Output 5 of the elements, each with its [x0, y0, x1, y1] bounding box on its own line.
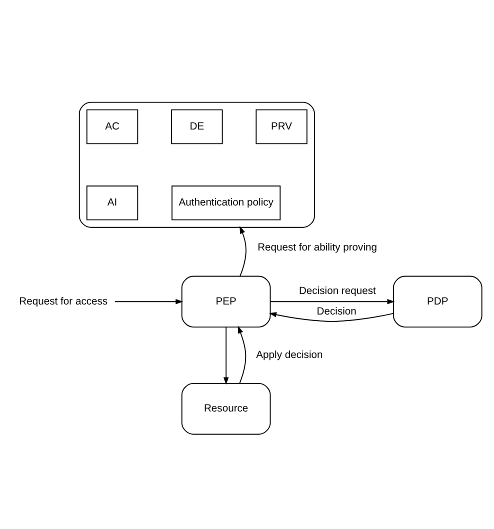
edge-label: Decision request [298, 286, 376, 297]
node-text: Request for access [19, 296, 108, 308]
edge-label: Apply decision [256, 350, 323, 361]
edge-label: Decision [316, 306, 356, 318]
edge-label: Request for ability proving [258, 242, 377, 254]
